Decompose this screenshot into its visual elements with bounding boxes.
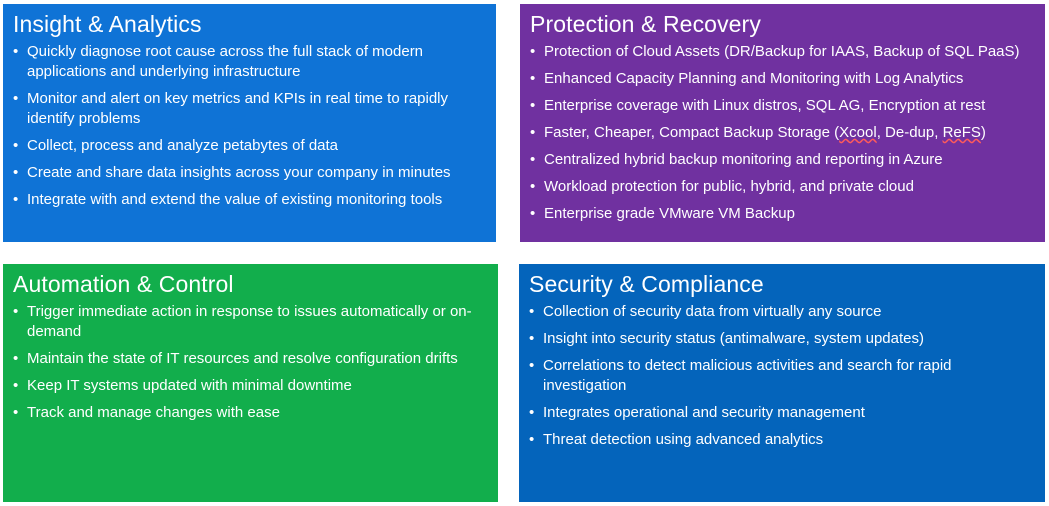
list-item-text: Faster, Cheaper, Compact Backup Storage …: [544, 124, 986, 141]
list-item-text: Integrate with and extend the value of e…: [27, 191, 443, 208]
bullet-dot-icon: •: [13, 303, 19, 320]
list-item-text: Centralized hybrid backup monitoring and…: [544, 151, 943, 168]
bullet-dot-icon: •: [13, 164, 19, 181]
list-item-text: Create and share data insights across yo…: [27, 164, 451, 181]
list-item-text: Trigger immediate action in response to …: [27, 303, 472, 340]
list-item: • Keep IT systems updated with minimal do…: [13, 376, 488, 396]
automation-control-panel: Automation & Control • Trigger immediate …: [3, 264, 498, 502]
insight-analytics-panel: Insight & Analytics • Quickly diagnose ro…: [3, 4, 496, 242]
bullet-dot-icon: •: [13, 377, 19, 394]
bullet-dot-icon: •: [13, 43, 19, 60]
list-item: • Track and manage changes with ease: [13, 403, 488, 423]
list-item: • Insight into security status (antimalwa…: [529, 329, 1035, 349]
panel-title: Automation & Control: [13, 271, 234, 297]
protection-recovery-panel: Protection & Recovery • Protection of Clo…: [520, 4, 1045, 242]
bullet-dot-icon: •: [530, 205, 536, 222]
list-item: • Monitor and alert on key metrics and KP…: [13, 89, 486, 129]
list-item: • Quickly diagnose root cause across the …: [13, 42, 486, 82]
bullet-list: • Protection of Cloud Assets (DR/Backup f…: [530, 42, 1035, 224]
list-item-text: Quickly diagnose root cause across the f…: [27, 43, 424, 80]
list-item-text: Track and manage changes with ease: [27, 404, 280, 421]
list-item: • Centralized hybrid backup monitoring an…: [530, 150, 1035, 170]
bullet-dot-icon: •: [13, 350, 19, 367]
bullet-dot-icon: •: [529, 404, 535, 421]
list-item: • Workload protection for public, hybrid,…: [530, 177, 1035, 197]
list-item: • Maintain the state of IT resources and …: [13, 349, 488, 369]
list-item-text: Collection of security data from virtual…: [543, 303, 882, 320]
list-item-text: Threat detection using advanced analytic…: [543, 431, 824, 448]
bullet-dot-icon: •: [530, 151, 536, 168]
bullet-dot-icon: •: [529, 431, 535, 448]
bullet-dot-icon: •: [530, 178, 536, 195]
list-item-text: Monitor and alert on key metrics and KPI…: [27, 90, 449, 127]
security-compliance-panel: Security & Compliance • Collection of sec…: [519, 264, 1045, 502]
list-item-text: Maintain the state of IT resources and r…: [27, 350, 458, 367]
list-item: • Faster, Cheaper, Compact Backup Storage…: [530, 123, 1035, 143]
list-item: • Enhanced Capacity Planning and Monitori…: [530, 69, 1035, 89]
list-item: • Collect, process and analyze petabytes …: [13, 136, 486, 156]
list-item: • Correlations to detect malicious activi…: [529, 356, 1035, 396]
list-item-text: Enhanced Capacity Planning and Monitorin…: [544, 70, 964, 87]
list-item-text: Keep IT systems updated with minimal dow…: [27, 377, 352, 394]
bullet-dot-icon: •: [530, 124, 536, 141]
list-item-text: Workload protection for public, hybrid, …: [544, 178, 914, 195]
list-item: • Collection of security data from virtua…: [529, 302, 1035, 322]
bullet-list: • Trigger immediate action in response to…: [13, 302, 488, 423]
bullet-list: • Collection of security data from virtua…: [529, 302, 1035, 450]
list-item-text: Insight into security status (antimalwar…: [543, 330, 924, 347]
list-item: • Integrates operational and security man…: [529, 403, 1035, 423]
panel-title: Security & Compliance: [529, 271, 764, 297]
list-item: • Enterprise coverage with Linux distros,…: [530, 96, 1035, 116]
list-item-text: Enterprise grade VMware VM Backup: [544, 205, 795, 222]
bullet-dot-icon: •: [13, 191, 19, 208]
list-item-text: Protection of Cloud Assets (DR/Backup fo…: [544, 43, 1020, 60]
bullet-dot-icon: •: [13, 90, 19, 107]
bullet-dot-icon: •: [529, 357, 535, 374]
bullet-dot-icon: •: [13, 404, 19, 421]
bullet-dot-icon: •: [530, 43, 536, 60]
list-item-text: Correlations to detect malicious activit…: [543, 357, 952, 394]
bullet-dot-icon: •: [13, 137, 19, 154]
list-item-text: Collect, process and analyze petabytes o…: [27, 137, 339, 154]
list-item: • Integrate with and extend the value of …: [13, 190, 486, 210]
bullet-dot-icon: •: [530, 97, 536, 114]
panel-title: Protection & Recovery: [530, 11, 761, 37]
list-item: • Create and share data insights across y…: [13, 163, 486, 183]
bullet-dot-icon: •: [529, 330, 535, 347]
bullet-list: • Quickly diagnose root cause across the …: [13, 42, 486, 210]
bullet-dot-icon: •: [529, 303, 535, 320]
list-item: • Threat detection using advanced analyti…: [529, 430, 1035, 450]
list-item: • Enterprise grade VMware VM Backup: [530, 204, 1035, 224]
panel-title: Insight & Analytics: [13, 11, 202, 37]
list-item-text: Enterprise coverage with Linux distros, …: [544, 97, 986, 114]
list-item: • Protection of Cloud Assets (DR/Backup f…: [530, 42, 1035, 62]
list-item-text: Integrates operational and security mana…: [543, 404, 865, 421]
list-item: • Trigger immediate action in response to…: [13, 302, 488, 342]
bullet-dot-icon: •: [530, 70, 536, 87]
